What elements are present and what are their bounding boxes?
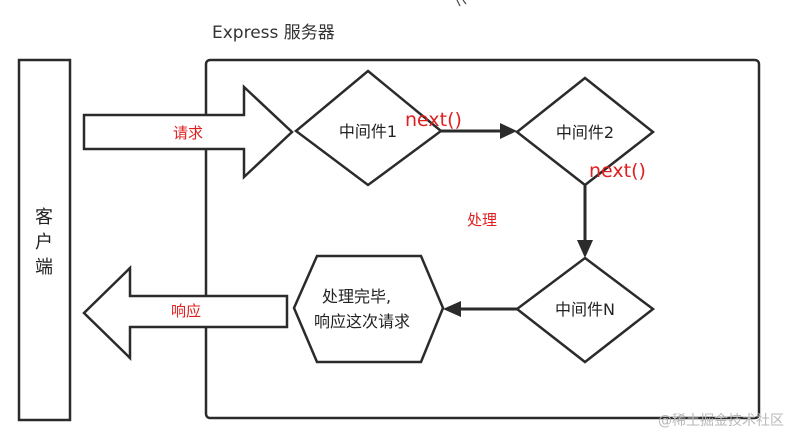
middleware-1-label: 中间件1 [339, 122, 397, 141]
process-label: 处理 [467, 211, 497, 229]
client-label-char-3: 端 [35, 257, 53, 278]
server-title: Express 服务器 [212, 23, 335, 43]
watermark: @稀土掘金技术社区 [658, 413, 784, 429]
result-hexagon [292, 254, 445, 364]
next-label-2: next() [589, 160, 646, 182]
client-box [17, 58, 72, 422]
next-arrow-1-head [500, 123, 517, 139]
response-arrow [82, 265, 289, 361]
middleware-n-diamond [514, 256, 656, 364]
stray-mark [456, 0, 467, 7]
result-arrow-head [443, 301, 461, 317]
response-label: 响应 [171, 302, 201, 320]
middleware-2-label: 中间件2 [556, 123, 614, 142]
middleware-n-label: 中间件N [555, 300, 615, 319]
result-line-2: 响应这次请求 [314, 312, 410, 331]
request-arrow [82, 84, 294, 180]
next-label-1: next() [405, 109, 462, 131]
middleware-1-diamond [293, 69, 444, 187]
request-label: 请求 [173, 124, 203, 142]
server-boundary [204, 58, 761, 420]
result-line-1: 处理完毕, [322, 287, 391, 306]
client-label-char-2: 户 [35, 232, 53, 253]
next-arrow-2-head [577, 240, 593, 258]
client-label-char-1: 客 [35, 207, 53, 228]
